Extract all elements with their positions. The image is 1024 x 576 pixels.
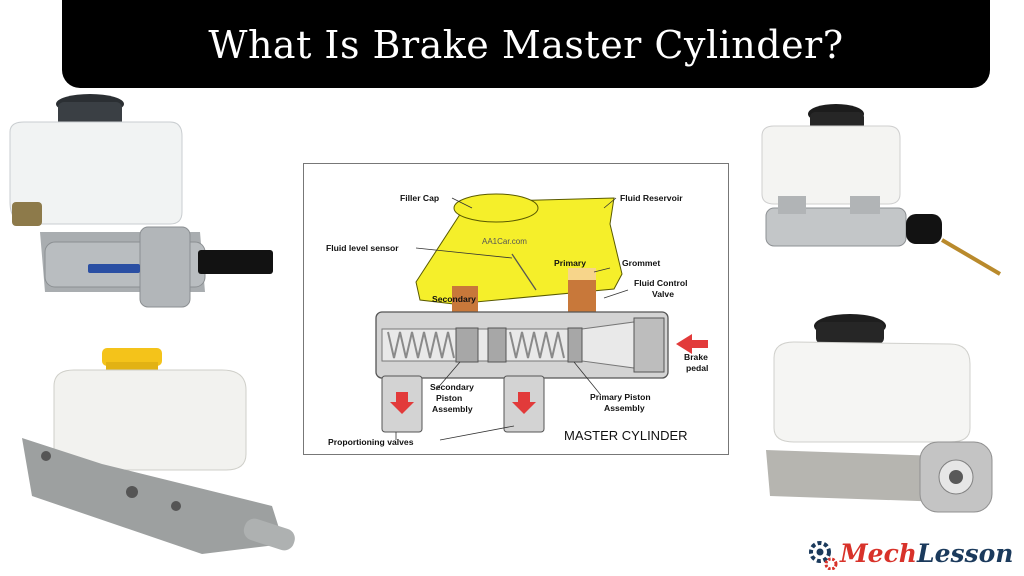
label-grommet: Grommet (622, 258, 660, 268)
photo-master-cylinder-bottom-left (22, 348, 295, 554)
grommet-shape (568, 268, 596, 280)
label-secondary-piston-line1: Secondary (430, 382, 474, 392)
secondary-port-seal (452, 286, 478, 316)
label-fluid-control-line2: Valve (652, 289, 674, 299)
label-brake-line1: Brake (684, 352, 708, 362)
flow-arrow-right (512, 392, 536, 414)
label-secondary-piston-line2: Piston (436, 393, 462, 403)
primary-piston (567, 327, 583, 363)
label-secondary-piston-line3: Assembly (432, 404, 473, 414)
primary-port-seal (568, 276, 596, 316)
label-filler-cap: Filler Cap (400, 193, 439, 203)
label-primary-piston-line2: Assembly (604, 403, 645, 413)
brand-name-suffix: Lesson (916, 538, 1014, 568)
brand-name: MechLesson (840, 539, 1013, 568)
label-primary: Primary (554, 258, 586, 268)
watermark-text: AA1Car.com (482, 237, 527, 246)
secondary-piston (455, 327, 479, 363)
photo-master-cylinder-top-right (761, 104, 1002, 276)
label-proportioning-valves: Proportioning valves (328, 437, 414, 447)
diagram-caption: MASTER CYLINDER (564, 428, 688, 443)
secondary-spring (387, 331, 455, 359)
master-cylinder-diagram: Filler Cap Fluid Reservoir AA1Car.com Fl… (303, 163, 729, 455)
title-banner: What Is Brake Master Cylinder? (62, 0, 990, 88)
gear-icon (809, 541, 838, 570)
brand-name-prefix: Mech (840, 538, 917, 568)
label-fluid-control-line1: Fluid Control (634, 278, 687, 288)
brand-logo: MechLesson (806, 532, 1016, 574)
photo-master-cylinder-top-left (9, 94, 273, 308)
primary-spring (509, 331, 565, 359)
photo-master-cylinder-bottom-right (766, 314, 993, 513)
label-fluid-reservoir: Fluid Reservoir (620, 193, 683, 203)
page-title: What Is Brake Master Cylinder? (208, 23, 844, 67)
brake-pedal-arrow (676, 334, 708, 354)
diagram-canvas: Filler Cap Fluid Reservoir AA1Car.com Fl… (326, 193, 708, 447)
flow-arrow-left (390, 392, 414, 414)
label-fluid-level-sensor: Fluid level sensor (326, 243, 399, 253)
label-secondary: Secondary (432, 294, 476, 304)
label-brake-line2: pedal (686, 363, 708, 373)
label-primary-piston-line1: Primary Piston (590, 392, 651, 402)
filler-cap-shape (453, 193, 539, 223)
